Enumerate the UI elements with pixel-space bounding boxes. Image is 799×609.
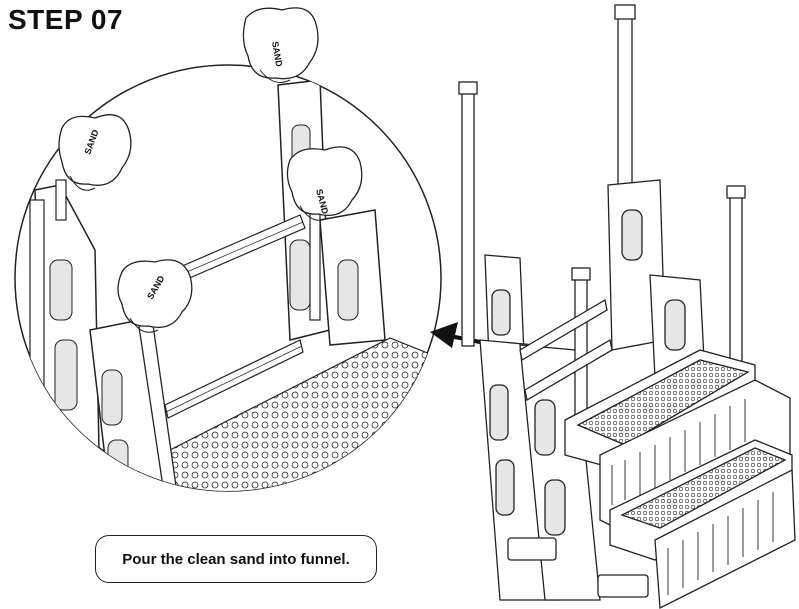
sand-bag-icon: SAND: [58, 114, 132, 191]
sand-bag-icon: SAND: [117, 259, 193, 333]
staircase-assembly: [458, 4, 796, 609]
tall-rear-post: [617, 7, 633, 199]
instruction-text: Pour the clean sand into funnel.: [122, 550, 350, 568]
step-title: STEP 07: [8, 4, 124, 35]
sand-bag-icon: SAND: [286, 146, 363, 221]
left-rear-post: [29, 199, 45, 491]
foot: [507, 537, 557, 561]
zoom-detail: SAND SAND SAND: [14, 64, 442, 492]
sand-bag-label: SAND: [270, 41, 284, 68]
sand-bag-icon: SAND: [242, 7, 319, 83]
foot: [597, 574, 649, 598]
instruction-callout: Pour the clean sand into funnel.: [95, 535, 377, 583]
